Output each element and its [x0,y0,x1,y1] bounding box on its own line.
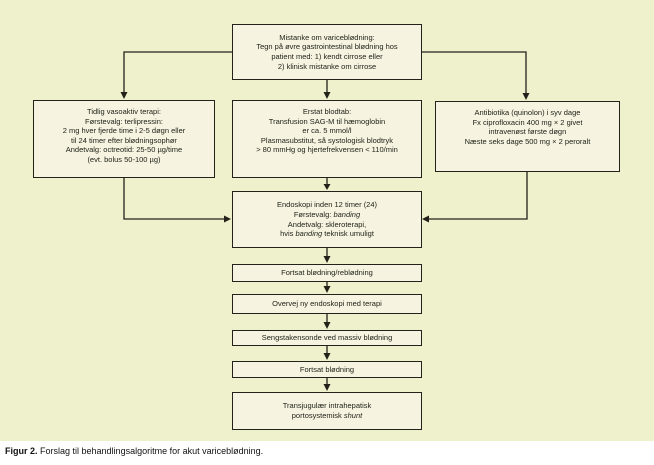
suspicion-line: 2) klinisk mistanke om cirrose [277,61,377,71]
continued-rebleeding-label: Fortsat blødning/reblødning [281,268,373,278]
vasoactive-line: Andetvalg: octreotid: 25-50 µg/time [65,145,183,155]
blood-replacement-line: > 80 mmHg og hjertefrekvensen < 110/min [256,145,398,155]
sengstaken-label: Sengstakensonde ved massiv blødning [261,333,393,343]
blood-replacement-line: Plasmasubstitut, så systologisk blodtryk [260,135,394,145]
blood-replacement-line: Erstat blodtab: [302,107,352,116]
vasoactive-line: Tidlig vasoaktiv terapi: [87,107,161,116]
vasoactive-line: til 24 timer efter blødningsophør [71,135,177,145]
blood-replacement-box: Erstat blodtab: Transfusion SAG-M til hæ… [232,100,422,178]
endoscopy-box: Endoskopi inden 12 timer (24) Førstevalg… [232,191,422,248]
endoscopy-line: Førstevalg: banding [293,209,361,219]
blood-replacement-line: Transfusion SAG-M til hæmoglobin [268,116,386,126]
vasoactive-line: Førstevalg: terlipressin: [85,116,163,126]
endoscopy-line: hvis banding teknisk umuligt [280,229,374,239]
tips-line: Transjugulær intrahepatisk [282,401,372,411]
blood-replacement-line: er ca. 5 mmol/l [302,126,352,136]
antibiotics-line: Næste seks dage 500 mg × 2 peroralt [464,136,591,146]
repeat-endoscopy-label: Overvej ny endoskopi med terapi [272,299,382,309]
vasoactive-therapy-box: Tidlig vasoaktiv terapi: Førstevalg: ter… [33,100,215,178]
antibiotics-line: intravenøst første døgn [488,127,567,137]
figure-caption: Figur 2. Forslag til behandlingsalgoritm… [5,446,650,456]
sengstaken-box: Sengstakensonde ved massiv blødning [232,330,422,346]
suspicion-line: Tegn på øvre gastrointestinal blødning h… [256,42,398,52]
figure-caption-label: Figur 2. [5,446,38,456]
antibiotics-line: Antibiotika (quinolon) i syv dage [474,108,581,117]
endoscopy-line: Andetvalg: skleroterapi, [287,219,367,229]
antibiotics-line: Fx ciprofloxacin 400 mg × 2 givet [472,117,583,127]
suspicion-line: Mistanke om variceblødning: [279,32,375,42]
vasoactive-line: (evt. bolus 50-100 µg) [87,154,161,164]
figure-caption-text: Forslag til behandlingsalgoritme for aku… [37,446,264,456]
antibiotics-box: Antibiotika (quinolon) i syv dage Fx cip… [435,101,620,172]
tips-box: Transjugulær intrahepatisk portosystemis… [232,392,422,430]
continued-rebleeding-box: Fortsat blødning/reblødning [232,264,422,282]
vasoactive-line: 2 mg hver fjerde time i 2-5 døgn eller [62,126,186,136]
continued-bleeding-box: Fortsat blødning [232,361,422,378]
repeat-endoscopy-box: Overvej ny endoskopi med terapi [232,294,422,314]
endoscopy-line: Endoskopi inden 12 timer (24) [276,200,378,210]
suspicion-line: patient med: 1) kendt cirrose eller [271,52,383,61]
suspicion-box: Mistanke om variceblødning: Tegn på øvre… [232,24,422,80]
tips-line: portosystemisk shunt [291,411,363,420]
continued-bleeding-label: Fortsat blødning [299,364,355,374]
flowchart-figure: Mistanke om variceblødning: Tegn på øvre… [0,0,654,441]
